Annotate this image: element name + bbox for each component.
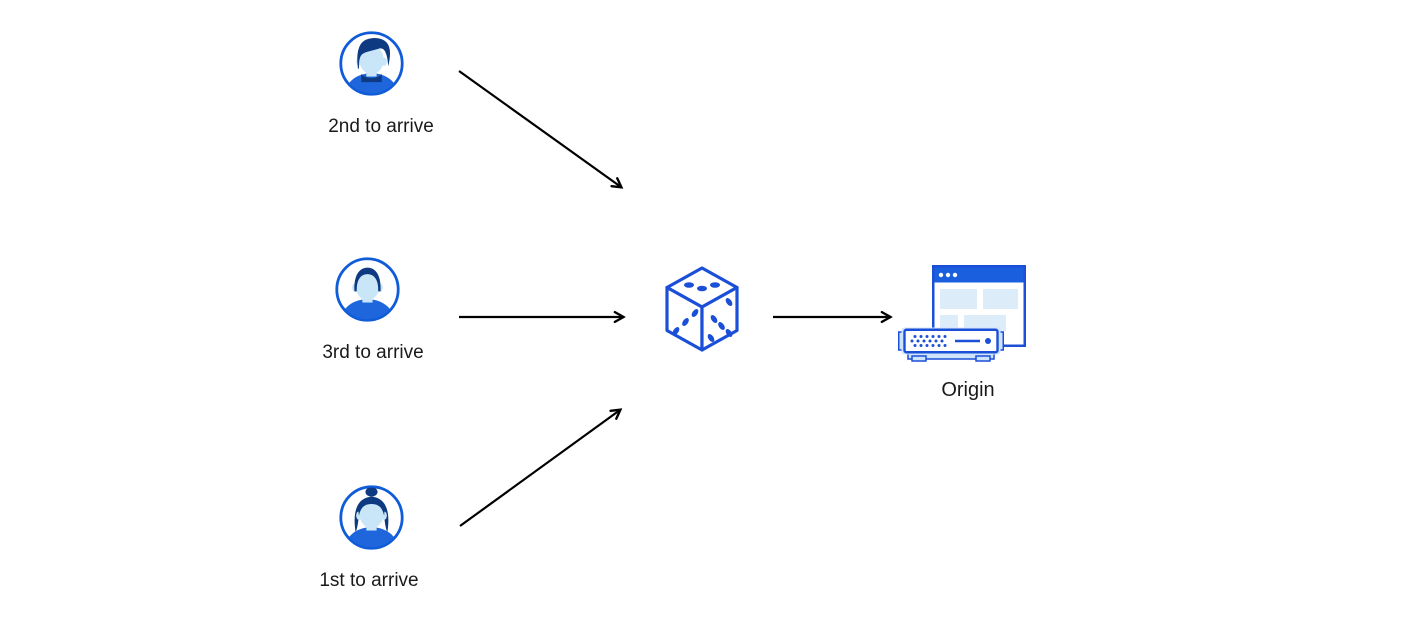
node-dice-randomizer [664, 264, 740, 354]
node-label-user-3rd: 3rd to arrive [322, 342, 424, 363]
node-origin-server: Origin [898, 253, 1038, 403]
dice-icon [665, 266, 739, 352]
female-user-avatar-icon [339, 485, 404, 550]
male-user-short-hair-avatar-icon [335, 257, 400, 322]
server-box-icon [898, 327, 1004, 362]
node-label-user-2nd: 2nd to arrive [328, 116, 434, 137]
node-user-1st-to-arrive [338, 484, 405, 551]
male-user-avatar-icon [339, 31, 404, 96]
edge-user2nd-to-dice [458, 70, 621, 187]
node-user-3rd-to-arrive [334, 256, 401, 323]
node-label-user-1st: 1st to arrive [319, 570, 419, 591]
node-label-origin: Origin [941, 379, 995, 401]
node-user-2nd-to-arrive [338, 30, 405, 97]
edge-user1st-to-dice [459, 410, 620, 527]
